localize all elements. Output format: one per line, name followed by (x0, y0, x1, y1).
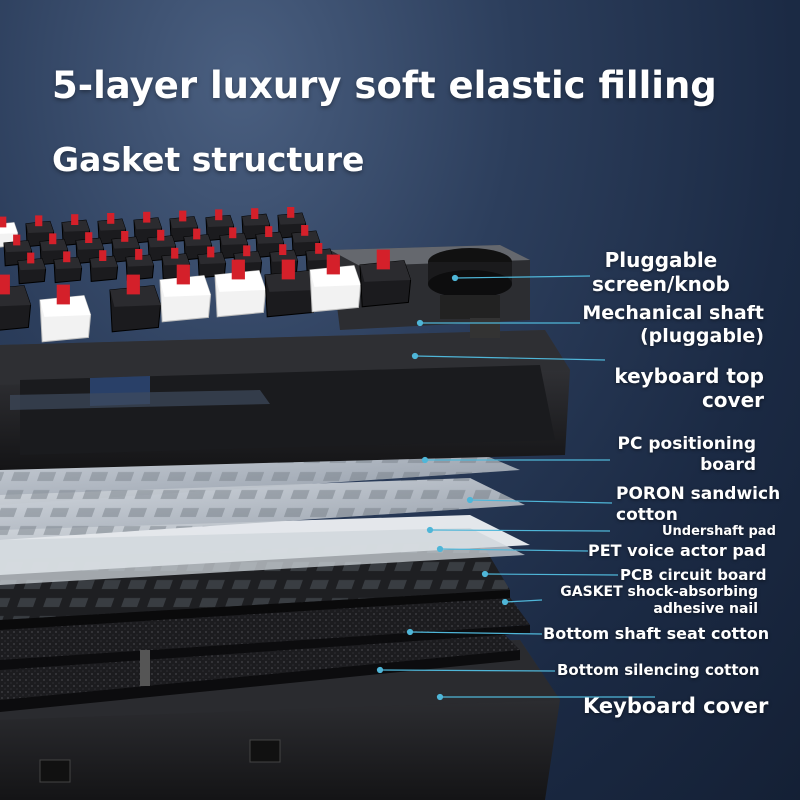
switch-shape (17, 252, 47, 285)
callout-undershaft: Undershaft pad (662, 524, 776, 540)
callout-pet-line-1: PET voice actor pad (588, 541, 767, 560)
switch-shape (205, 209, 235, 242)
switch-shape (109, 274, 162, 333)
switch-shape (241, 208, 271, 240)
callout-cover-line-1: Keyboard cover (583, 694, 769, 718)
switch-shape (3, 234, 33, 267)
switch-shape (125, 249, 155, 281)
callout-pc-board-line-2: board (700, 454, 756, 475)
callout-undershaft-line-1: Undershaft pad (662, 524, 776, 539)
callout-shaft-line-2: (pluggable) (639, 325, 764, 348)
switch-shape (291, 225, 321, 257)
callout-pcb: PCB circuit board (620, 566, 767, 584)
callout-knob-line-2: screen/knob (592, 272, 730, 297)
switch-shape (277, 207, 307, 239)
switch-shape (309, 254, 362, 313)
gasket-nail-shape (140, 650, 150, 686)
switch-shape (111, 231, 141, 263)
callout-knob: Pluggable screen/knob (592, 248, 730, 297)
switch-shape (25, 215, 55, 248)
keyboard-top-cover-layer (0, 330, 570, 470)
switch-shape (61, 214, 91, 246)
callout-keyboard-cover: Keyboard cover (583, 694, 768, 720)
callout-pet: PET voice actor pad (588, 541, 766, 561)
callout-top-cover-line-1: keyboard top (614, 364, 764, 388)
switch-shape (214, 259, 267, 318)
switch-shape (89, 250, 119, 282)
callout-top-cover-line-2: cover (701, 388, 764, 413)
switch-shape (255, 226, 285, 258)
switch-shape (183, 228, 213, 261)
switch-shape (159, 264, 212, 323)
callout-gasket-line-1: GASKET shock-absorbing (560, 584, 758, 600)
callout-mechanical-shaft: Mechanical shaft (pluggable) (582, 302, 764, 348)
callout-gasket: GASKET shock-absorbing adhesive nail (560, 584, 758, 618)
callout-top-cover: keyboard top cover (614, 364, 764, 413)
switch-shape (197, 246, 227, 279)
switch-shape (147, 229, 177, 262)
switch-shape (359, 249, 412, 308)
callout-knob-line-1: Pluggable (604, 248, 718, 272)
callout-pc-board-line-1: PC positioning (617, 434, 756, 454)
callout-silencing-line-1: Bottom silencing cotton (557, 661, 760, 679)
callout-pcb-line-1: PCB circuit board (620, 566, 767, 584)
callout-poron: PORON sandwich cotton (616, 484, 780, 525)
callout-gasket-line-2: adhesive nail (653, 601, 758, 618)
mechanical-switch-grid (0, 207, 412, 343)
switch-shape (39, 284, 92, 343)
headline-subtitle: Gasket structure (52, 140, 365, 179)
callout-bottom-seat-line-1: Bottom shaft seat cotton (543, 624, 770, 643)
callout-pc-board: PC positioning board (618, 434, 756, 475)
callout-poron-line-1: PORON sandwich (616, 484, 781, 504)
headline-title: 5-layer luxury soft elastic filling (52, 64, 717, 107)
callout-bottom-seat: Bottom shaft seat cotton (543, 624, 769, 644)
callout-silencing: Bottom silencing cotton (557, 661, 760, 679)
leader-lines (376, 274, 655, 701)
callout-poron-line-2: cotton (616, 504, 678, 525)
switch-shape (53, 251, 83, 284)
callout-shaft-line-1: Mechanical shaft (582, 302, 764, 324)
switch-shape (264, 259, 317, 318)
switch-shape (0, 274, 32, 331)
